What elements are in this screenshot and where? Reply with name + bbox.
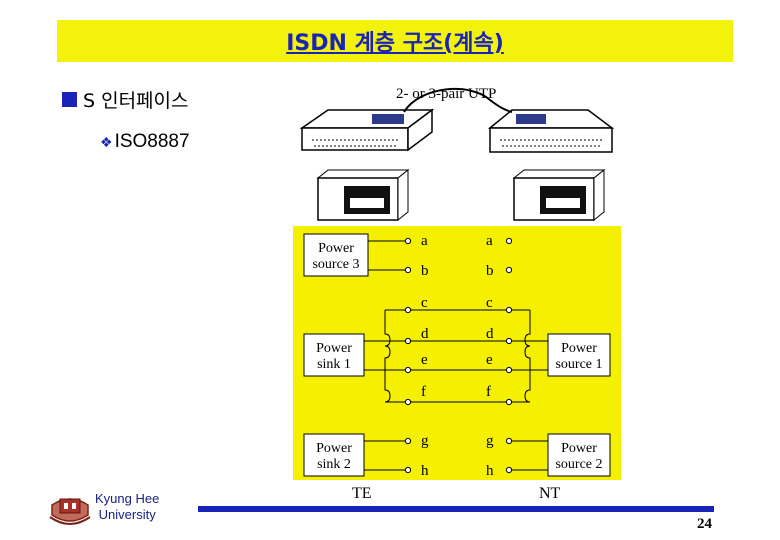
svg-text:source 3: source 3 xyxy=(312,257,359,272)
bullet-level2-text: ISO8887 xyxy=(114,131,190,152)
pin-label-left-b: b xyxy=(421,263,429,279)
pin-label-right-f: f xyxy=(486,384,491,400)
pin-label-left-e: e xyxy=(421,352,428,368)
nt-device-icon xyxy=(487,109,615,153)
pin-label-right-b: b xyxy=(486,263,494,279)
university-name-line1: Kyung Hee xyxy=(95,491,160,506)
power-sink-2-box: Power sink 2 xyxy=(303,433,365,477)
te-label: TE xyxy=(352,485,372,502)
pin-label-right-e: e xyxy=(486,352,493,368)
footer-rule xyxy=(198,506,714,512)
power-source-1-box: Power source 1 xyxy=(547,333,611,377)
pin-label-left-f: f xyxy=(421,384,426,400)
university-name: Kyung Hee University xyxy=(95,491,159,523)
bullet-level1-text: S 인터페이스 xyxy=(83,90,189,112)
pin-label-left-a: a xyxy=(421,233,428,249)
slide-title: ISDN 계층 구조(계속) xyxy=(286,31,504,56)
bullet-level1: S 인터페이스 xyxy=(62,86,189,113)
power-sink-1-box: Power sink 1 xyxy=(303,333,365,377)
pin-label-left-d: d xyxy=(421,326,429,342)
svg-text:Power: Power xyxy=(318,241,354,256)
title-bar: ISDN 계층 구조(계속) xyxy=(57,20,733,62)
pin-label-left-h: h xyxy=(421,463,429,479)
university-name-line2: University xyxy=(98,507,156,522)
cable-label: 2- or 3-pair UTP xyxy=(396,86,496,102)
svg-text:source 2: source 2 xyxy=(555,457,602,472)
svg-text:source 1: source 1 xyxy=(555,357,602,372)
diamond-bullet-icon: ❖ xyxy=(100,133,113,150)
svg-text:sink 2: sink 2 xyxy=(317,457,351,472)
wiring-panel xyxy=(293,226,621,480)
te-device-icon xyxy=(299,108,435,152)
svg-text:Power: Power xyxy=(561,341,597,356)
page-number: 24 xyxy=(697,516,712,532)
university-logo-icon xyxy=(49,498,91,525)
svg-text:Power: Power xyxy=(316,441,352,456)
pin-label-right-h: h xyxy=(486,463,494,479)
right-jack-icon xyxy=(512,168,606,222)
svg-text:Power: Power xyxy=(316,341,352,356)
bullet-level2: ❖ ISO8887 xyxy=(100,131,190,153)
svg-text:sink 1: sink 1 xyxy=(317,357,351,372)
square-bullet-icon xyxy=(62,92,77,107)
pin-label-right-d: d xyxy=(486,326,494,342)
pin-label-right-g: g xyxy=(486,433,494,449)
power-source-2-box: Power source 2 xyxy=(547,433,611,477)
pin-label-left-g: g xyxy=(421,433,429,449)
svg-text:Power: Power xyxy=(561,441,597,456)
pin-label-right-c: c xyxy=(486,295,493,311)
left-jack-icon xyxy=(316,168,410,222)
nt-label: NT xyxy=(539,485,561,502)
power-source-3-box: Power source 3 xyxy=(303,233,369,277)
pin-label-right-a: a xyxy=(486,233,493,249)
pin-label-left-c: c xyxy=(421,295,428,311)
